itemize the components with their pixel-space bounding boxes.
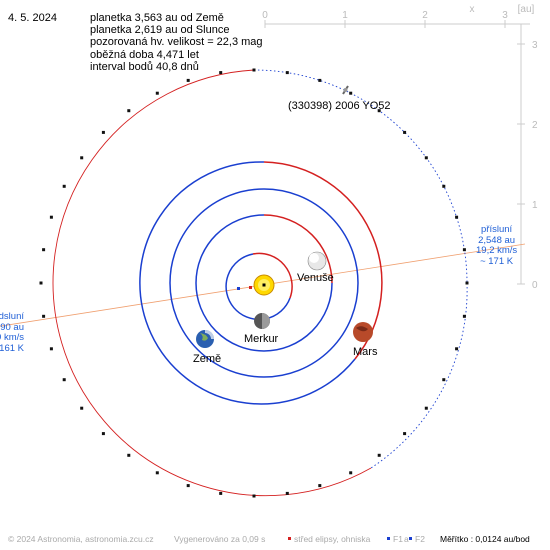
orbit-point-marker — [42, 248, 46, 252]
orbit-point-marker — [252, 68, 256, 72]
aphelion-title: odsluní — [0, 311, 24, 322]
orbit-point-marker — [462, 248, 466, 252]
x-tick-label: 1 — [342, 10, 348, 21]
footer-legend-f2: F2 — [415, 534, 425, 544]
orbit-point-marker — [49, 215, 53, 219]
info-line-interval: interval bodů 40,8 dnů — [90, 60, 199, 73]
orbit-point-marker — [455, 215, 459, 219]
footer-legend-a: a — [404, 534, 409, 544]
x-axis-label: x — [470, 4, 475, 15]
x-tick-label: 2 — [422, 10, 428, 21]
footer-scale: Měřítko : 0,0124 au/bod — [440, 534, 530, 544]
legend-f1-marker — [387, 537, 390, 540]
footer-legend-f1: F1 — [393, 534, 403, 544]
y-tick-label: 1 — [532, 200, 538, 211]
info-line-period: oběžná doba 4,471 let — [90, 48, 199, 61]
info-panel: planetka 3,563 au od Země planetka 2,619… — [90, 12, 263, 73]
orbit-point-marker — [186, 484, 190, 488]
aphelion-temperature: ~ 161 K — [0, 342, 24, 354]
aphelion-label: odsluní 4,690 au 14,0 km/s ~ 161 K — [0, 311, 24, 354]
orbit-point-marker — [349, 471, 353, 475]
orbit-point-marker — [462, 314, 466, 318]
perihelion-title: přísluní — [481, 224, 513, 235]
info-line-distance-sun: planetka 2,619 au od Slunce — [90, 24, 230, 37]
y-tick-label: 3 — [532, 40, 538, 51]
orbit-point-marker — [219, 71, 223, 75]
x-tick-label: 0 — [262, 10, 268, 21]
legend-center-marker — [288, 537, 291, 540]
orbit-point-marker — [62, 184, 66, 188]
orbit-point-marker — [252, 494, 256, 498]
orbit-point-marker — [285, 71, 289, 75]
footer-copyright: © 2024 Astronomia, astronomia.zcu.cz — [8, 534, 154, 544]
venus-orbit — [195, 214, 333, 352]
orbit-point-marker — [80, 156, 84, 160]
y-tick-label: 0 — [532, 280, 538, 291]
asteroid-orbit-above — [370, 282, 468, 469]
orbit-point-marker — [424, 156, 428, 160]
info-line-distance-earth: planetka 3,563 au od Země — [90, 12, 224, 24]
earth-orbit — [169, 188, 359, 378]
earth-label: Země — [193, 353, 221, 365]
orbit-point-marker — [442, 184, 446, 188]
orbit-point-marker — [127, 109, 131, 113]
sun-icon — [253, 274, 275, 296]
orbit-point-marker — [186, 78, 190, 82]
orbit-point-marker — [155, 471, 159, 475]
aphelion-distance: 4,690 au — [0, 321, 24, 333]
orbit-point-marker — [80, 406, 84, 410]
orbit-point-marker — [101, 130, 105, 134]
date-label: 4. 5. 2024 — [8, 12, 57, 24]
mercury-icon — [254, 313, 270, 329]
perihelion-label: přísluní 2,548 au 19,2 km/s ~ 171 K — [476, 224, 518, 267]
info-line-magnitude: pozorovaná hv. velikost = 22,3 mag — [90, 36, 263, 49]
orbit-point-marker — [403, 130, 407, 134]
orbit-point-markers — [39, 68, 469, 498]
asteroid-marker-icon — [342, 85, 349, 95]
venus-icon — [307, 251, 327, 271]
earth-icon — [196, 330, 214, 348]
mars-icon — [353, 322, 373, 342]
perihelion-speed: 19,2 km/s — [476, 245, 518, 256]
footer-legend-center: střed elipsy, ohniska — [294, 534, 371, 544]
footer-generated: Vygenerováno za 0,09 s — [174, 534, 266, 544]
mercury-orbit — [225, 252, 293, 321]
orbit-point-marker — [285, 491, 289, 495]
mercury-label: Merkur — [244, 333, 279, 345]
unit-label: [au] — [518, 4, 535, 15]
perihelion-temperature: ~ 171 K — [480, 255, 514, 267]
orbit-point-marker — [62, 378, 66, 382]
mars-label: Mars — [353, 346, 378, 358]
asteroid-orbit-below — [52, 69, 372, 497]
orbit-point-marker — [49, 347, 53, 351]
orbit-point-marker — [442, 378, 446, 382]
asteroid-name-label: (330398) 2006 YO52 — [288, 100, 391, 112]
orbit-point-marker — [318, 484, 322, 488]
legend-f2-marker — [409, 537, 412, 540]
orbit-point-marker — [377, 453, 381, 457]
orbit-point-marker — [465, 281, 469, 285]
x-tick-label: 3 — [502, 10, 508, 21]
orbit-point-marker — [377, 109, 381, 113]
orbit-point-marker — [403, 432, 407, 436]
perihelion-distance: 2,548 au — [478, 234, 516, 246]
orbit-point-marker — [39, 281, 43, 285]
x-axis — [264, 20, 530, 28]
orbit-point-marker — [455, 347, 459, 351]
orbit-point-marker — [127, 453, 131, 457]
mars-orbit — [139, 161, 383, 405]
orbit-point-marker — [349, 91, 353, 95]
orbit-point-marker — [219, 491, 223, 495]
y-tick-label: 2 — [532, 120, 538, 131]
orbit-point-marker — [42, 314, 46, 318]
venus-label: Venuše — [297, 272, 334, 284]
aphelion-speed: 14,0 km/s — [0, 332, 24, 343]
ellipse-center-marker — [237, 286, 252, 290]
orbit-point-marker — [318, 78, 322, 82]
orbit-point-marker — [101, 432, 105, 436]
orbit-point-marker — [424, 406, 428, 410]
y-axis — [517, 24, 525, 285]
orbit-point-marker — [155, 91, 159, 95]
